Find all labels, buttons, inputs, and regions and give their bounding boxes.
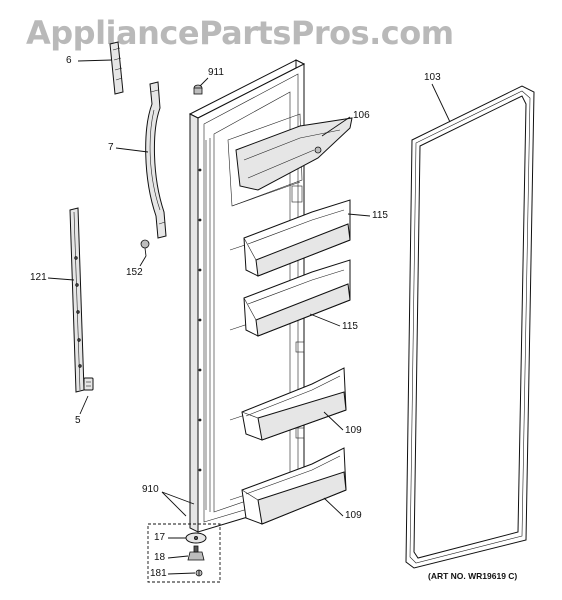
part-152-screw[interactable] [140, 239, 150, 257]
callout-6: 6 [66, 55, 72, 66]
callout-911: 911 [208, 67, 224, 78]
callout-115-upper: 115 [372, 210, 388, 221]
part-109-upper-door-bin[interactable] [241, 367, 347, 441]
callout-106: 106 [353, 110, 370, 121]
part-6-trim-strip[interactable] [109, 41, 124, 95]
part-18-hinge-pin[interactable] [187, 545, 205, 561]
part-121-long-trim[interactable] [69, 207, 85, 393]
callout-7: 7 [108, 142, 114, 153]
callout-103: 103 [424, 72, 441, 83]
part-115-lower-door-bin[interactable] [243, 259, 351, 337]
callout-109-upper: 109 [345, 425, 362, 436]
part-115-upper-door-bin[interactable] [243, 199, 351, 277]
hinge-parts-group [147, 523, 221, 583]
part-181-screw[interactable] [195, 569, 203, 577]
part-911-plug[interactable] [193, 84, 203, 95]
callout-121: 121 [30, 272, 47, 283]
callout-leader-lines [47, 59, 451, 575]
art-number: (ART NO. WR19619 C) [428, 571, 518, 581]
callout-18: 18 [154, 552, 166, 563]
callout-910: 910 [142, 484, 159, 495]
part-5-end-cap[interactable] [83, 377, 94, 391]
part-103-door-gasket[interactable] [405, 85, 535, 569]
callout-181: 181 [150, 568, 167, 579]
part-17-hinge-bushing[interactable] [185, 532, 207, 544]
callout-109-lower: 109 [345, 510, 362, 521]
part-109-lower-door-bin[interactable] [241, 447, 347, 525]
callout-17: 17 [154, 532, 166, 543]
site-watermark: AppliancePartsPros.com [26, 14, 454, 52]
callout-115-lower: 115 [342, 321, 358, 332]
callout-152: 152 [126, 267, 143, 278]
callout-5: 5 [75, 415, 81, 426]
part-7-door-handle[interactable] [145, 81, 167, 239]
